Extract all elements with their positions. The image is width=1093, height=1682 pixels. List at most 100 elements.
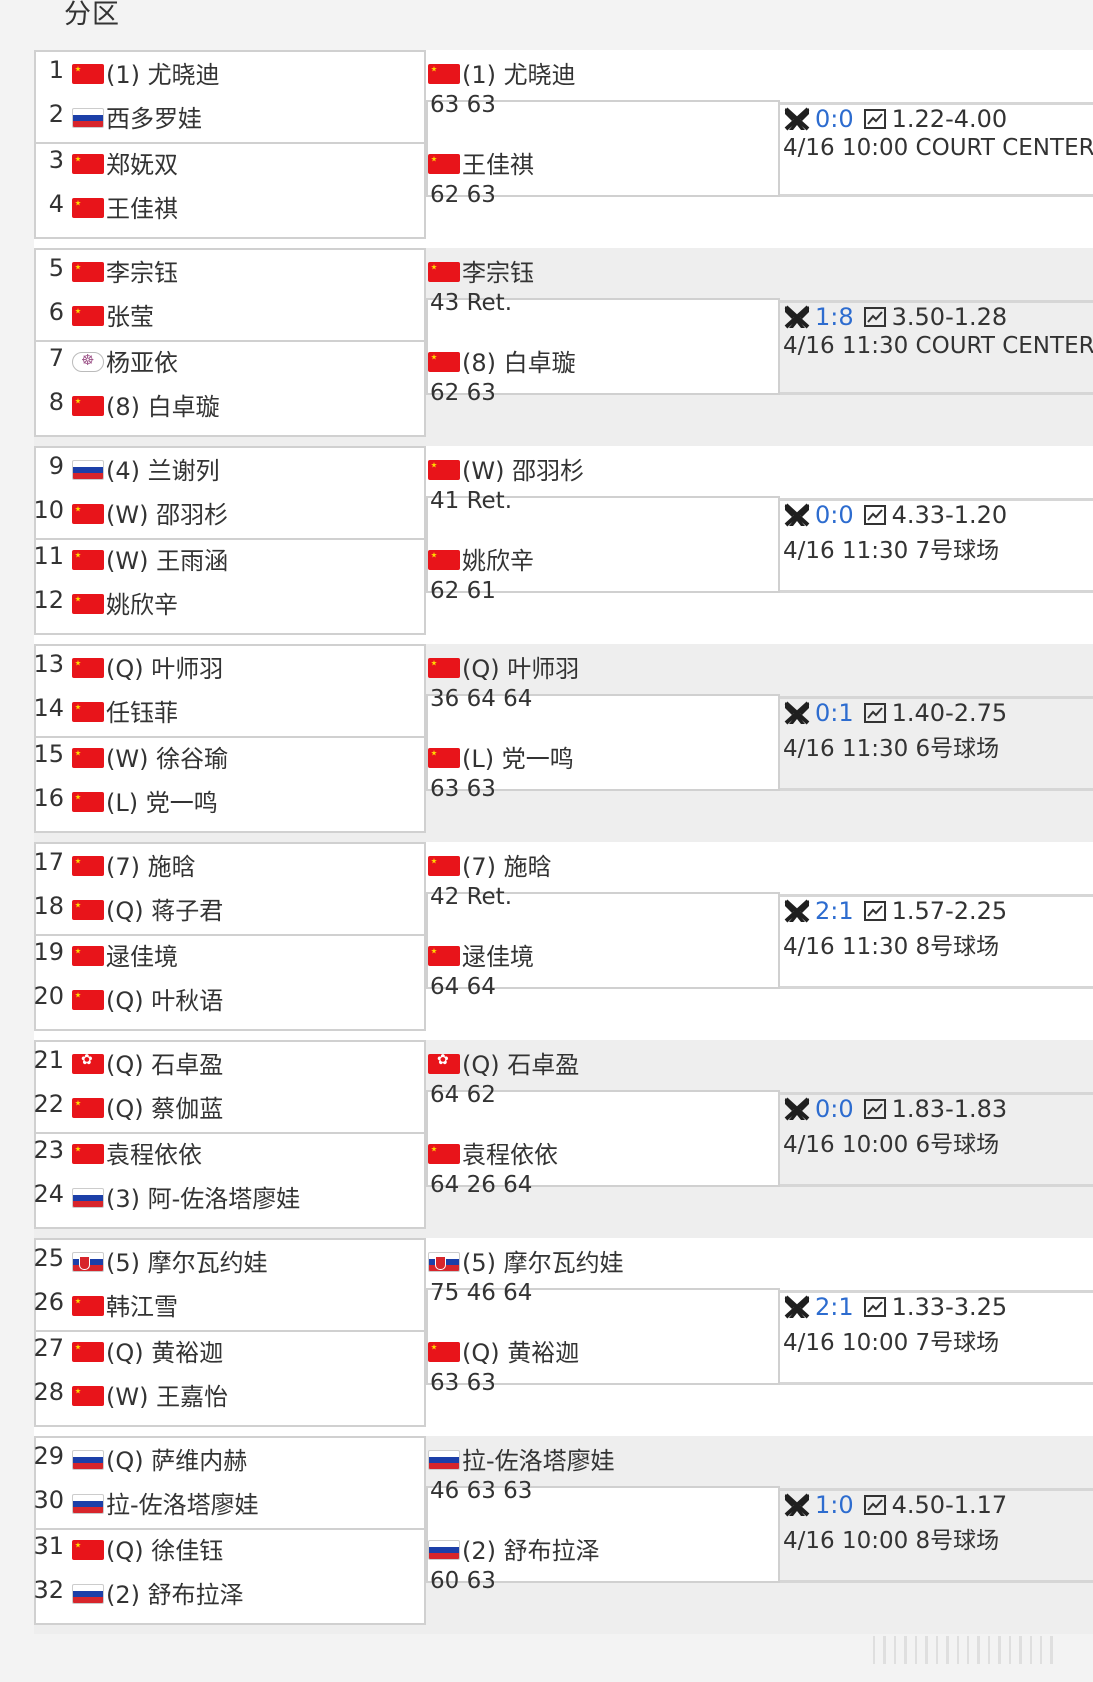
draw-position: 23	[33, 1136, 64, 1164]
match-score: 46 63 63	[430, 1478, 533, 1504]
winner-name[interactable]: 王佳祺	[462, 151, 534, 179]
second-round-match[interactable]	[426, 1090, 780, 1187]
first-round-match[interactable]	[34, 142, 426, 239]
player-name[interactable]: 逯佳境	[106, 943, 178, 971]
player-name[interactable]: (W) 王嘉怡	[106, 1383, 229, 1411]
winner-name[interactable]: (8) 白卓璇	[462, 349, 576, 377]
draw-position: 31	[33, 1532, 64, 1560]
player-name[interactable]: (2) 舒布拉泽	[106, 1581, 244, 1609]
head-to-head-score[interactable]: 1:8	[815, 303, 854, 331]
winner-name[interactable]: 拉-佐洛塔廖娃	[462, 1447, 615, 1475]
bracket-line	[780, 1184, 1093, 1187]
player-name[interactable]: 韩江雪	[106, 1293, 178, 1321]
line-chart-icon[interactable]	[863, 1495, 886, 1515]
winner-name[interactable]: (Q) 石卓盈	[462, 1051, 580, 1079]
winner-name[interactable]: (1) 尤晓迪	[462, 61, 576, 89]
head-to-head-score[interactable]: 0:0	[815, 105, 854, 133]
player-name[interactable]: (3) 阿-佐洛塔廖娃	[106, 1185, 301, 1213]
line-chart-icon[interactable]	[863, 1099, 886, 1119]
player-name[interactable]: (W) 邵羽杉	[106, 501, 229, 529]
player-name[interactable]: 拉-佐洛塔廖娃	[106, 1491, 259, 1519]
winner-name[interactable]: (Q) 叶师羽	[462, 655, 580, 683]
player-name[interactable]: 王佳祺	[106, 195, 178, 223]
player-name[interactable]: (8) 白卓璇	[106, 393, 220, 421]
second-round-match[interactable]	[426, 100, 780, 197]
head-to-head-score[interactable]: 0:0	[815, 501, 854, 529]
line-chart-icon[interactable]	[863, 109, 886, 129]
second-round-match[interactable]	[426, 496, 780, 593]
winner-name[interactable]: (2) 舒布拉泽	[462, 1537, 600, 1565]
winner-name[interactable]: 袁程依依	[462, 1141, 558, 1169]
player-name[interactable]: (4) 兰谢列	[106, 457, 220, 485]
player-name[interactable]: (W) 徐谷瑜	[106, 745, 229, 773]
watermark	[873, 1636, 1053, 1666]
line-chart-icon[interactable]	[863, 901, 886, 921]
line-chart-icon[interactable]	[863, 703, 886, 723]
player-name[interactable]: (Q) 萨维内赫	[106, 1447, 248, 1475]
player-name[interactable]: 袁程依依	[106, 1141, 202, 1169]
player-name[interactable]: 李宗钰	[106, 259, 178, 287]
player-name[interactable]: (Q) 叶秋语	[106, 987, 224, 1015]
draw-position: 13	[33, 650, 64, 678]
crossed-rackets-icon[interactable]	[783, 1294, 811, 1320]
crossed-rackets-icon[interactable]	[783, 106, 811, 132]
bracket-line	[780, 1580, 1093, 1583]
head-to-head-score[interactable]: 2:1	[815, 897, 854, 925]
player-name[interactable]: 杨亚依	[106, 349, 178, 377]
crossed-rackets-icon[interactable]	[783, 700, 811, 726]
winner-name[interactable]: 姚欣辛	[462, 547, 534, 575]
winner-name[interactable]: (5) 摩尔瓦约娃	[462, 1249, 624, 1277]
head-to-head-score[interactable]: 0:1	[815, 699, 854, 727]
winner-name[interactable]: 李宗钰	[462, 259, 534, 287]
player-name[interactable]: (Q) 蔡伽蓝	[106, 1095, 224, 1123]
winner-name[interactable]: (Q) 黄裕迦	[462, 1339, 580, 1367]
bracket-line	[780, 498, 1093, 501]
second-round-match[interactable]	[426, 1486, 780, 1583]
flag-cn-icon	[72, 594, 104, 614]
player-name[interactable]: 郑妩双	[106, 151, 178, 179]
crossed-rackets-icon[interactable]	[783, 1492, 811, 1518]
head-to-head-score[interactable]: 1:0	[815, 1491, 854, 1519]
flag-cn-icon	[72, 1296, 104, 1316]
player-name[interactable]: (Q) 石卓盈	[106, 1051, 224, 1079]
winner-name[interactable]: (W) 邵羽杉	[462, 457, 585, 485]
head-to-head-score[interactable]: 2:1	[815, 1293, 854, 1321]
match-score: 36 64 64	[430, 686, 533, 712]
flag-cn-icon	[72, 900, 104, 920]
line-chart-icon[interactable]	[863, 307, 886, 327]
second-round-match[interactable]	[426, 892, 780, 989]
player-name[interactable]: (Q) 徐佳钰	[106, 1537, 224, 1565]
head-to-head-score[interactable]: 0:0	[815, 1095, 854, 1123]
player-name[interactable]: 任钰菲	[106, 699, 178, 727]
winner-name[interactable]: 逯佳境	[462, 943, 534, 971]
winner-name[interactable]: (7) 施晗	[462, 853, 552, 881]
player-name[interactable]: (Q) 黄裕迦	[106, 1339, 224, 1367]
odds: 1.22-4.00	[891, 105, 1008, 133]
player-name[interactable]: (W) 王雨涵	[106, 547, 229, 575]
player-name[interactable]: (Q) 叶师羽	[106, 655, 224, 683]
player-name[interactable]: (Q) 蒋子君	[106, 897, 224, 925]
player-name[interactable]: 张莹	[106, 303, 154, 331]
player-name[interactable]: (7) 施晗	[106, 853, 196, 881]
crossed-rackets-icon[interactable]	[783, 1096, 811, 1122]
second-round-match[interactable]	[426, 1288, 780, 1385]
second-round-match[interactable]	[426, 298, 780, 395]
second-round-match[interactable]	[426, 694, 780, 791]
crossed-rackets-icon[interactable]	[783, 502, 811, 528]
player-name[interactable]: (1) 尤晓迪	[106, 61, 220, 89]
winner-name[interactable]: (L) 党一鸣	[462, 745, 574, 773]
crossed-rackets-icon[interactable]	[783, 304, 811, 330]
flag-cn-icon	[72, 1540, 104, 1560]
line-chart-icon[interactable]	[863, 1297, 886, 1317]
crossed-rackets-icon[interactable]	[783, 898, 811, 924]
draw-position: 4	[48, 190, 64, 218]
flag-ru-icon	[72, 1494, 104, 1514]
player-name[interactable]: 姚欣辛	[106, 591, 178, 619]
player-name[interactable]: (L) 党一鸣	[106, 789, 218, 817]
player-name[interactable]: 西多罗娃	[106, 105, 202, 133]
player-name[interactable]: (5) 摩尔瓦约娃	[106, 1249, 268, 1277]
line-chart-icon[interactable]	[863, 505, 886, 525]
